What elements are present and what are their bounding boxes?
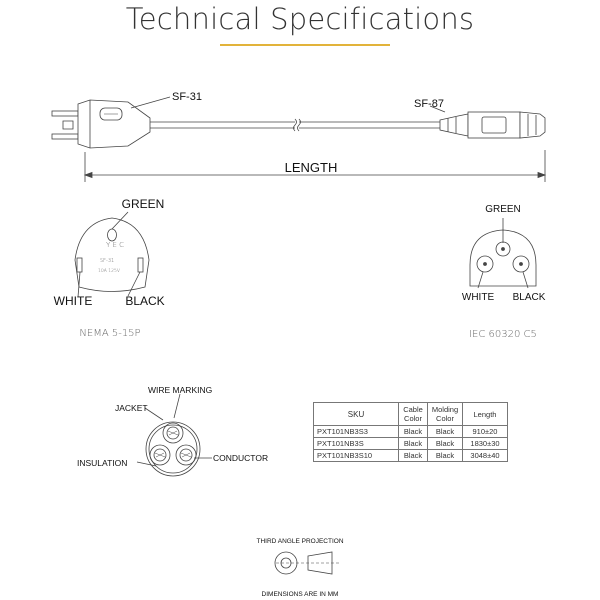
column-header-sku: SKU bbox=[313, 402, 399, 426]
title-underline bbox=[220, 44, 390, 46]
nema-5-15p-face: Y E C SF-31 10A 125V bbox=[74, 211, 150, 298]
column-header-molding-color: Molding Color bbox=[427, 402, 463, 426]
column-header-length: Length bbox=[462, 402, 508, 426]
socket-green-label: GREEN bbox=[485, 204, 521, 215]
table-header-row: SKU Cable Color Molding Color Length bbox=[313, 402, 508, 426]
table-cell: 3048±40 bbox=[462, 449, 508, 462]
jacket-label: JACKET bbox=[115, 403, 148, 413]
iec-connector-side-view bbox=[439, 111, 546, 139]
column-header-cable-color: Cable Color bbox=[398, 402, 428, 426]
table-cell: PXT101NB3S bbox=[313, 437, 399, 450]
plug-standard-caption: NEMA 5-15P bbox=[79, 328, 140, 339]
nema-plug-side-view bbox=[51, 99, 151, 149]
plug-green-label: GREEN bbox=[122, 197, 165, 211]
table-cell: 1830±30 bbox=[462, 437, 508, 450]
table-cell: PXT101NB3S10 bbox=[313, 449, 399, 462]
units-label: DIMENSIONS ARE IN MM bbox=[262, 591, 339, 598]
table-row: PXT101NB3S Black Black 1830±30 bbox=[313, 437, 508, 450]
plug-black-label: BLACK bbox=[125, 294, 164, 308]
connector-model-label: SF-87 bbox=[414, 98, 444, 110]
svg-text:SF-31: SF-31 bbox=[100, 258, 114, 264]
socket-white-label: WHITE bbox=[462, 292, 495, 303]
table-cell: Black bbox=[427, 425, 463, 438]
table-row: PXT101NB3S3 Black Black 910±20 bbox=[313, 425, 508, 438]
table-cell: Black bbox=[427, 437, 463, 450]
table-row: PXT101NB3S10 Black Black 3048±40 bbox=[313, 449, 508, 462]
table-cell: 910±20 bbox=[462, 425, 508, 438]
page-title: Technical Specifications bbox=[125, 2, 475, 36]
table-cell: PXT101NB3S3 bbox=[313, 425, 399, 438]
iec-c5-face bbox=[469, 218, 537, 289]
table-cell: Black bbox=[398, 449, 428, 462]
conductor-label: CONDUCTOR bbox=[213, 453, 268, 463]
table-cell: Black bbox=[398, 437, 428, 450]
table-cell: Black bbox=[398, 425, 428, 438]
cable-cross-section bbox=[136, 393, 212, 477]
svg-text:Y E C: Y E C bbox=[106, 241, 124, 249]
socket-standard-caption: IEC 60320 C5 bbox=[469, 329, 537, 340]
socket-black-label: BLACK bbox=[513, 292, 546, 303]
sku-table: SKU Cable Color Molding Color Length PXT… bbox=[313, 402, 508, 462]
svg-text:10A 125V: 10A 125V bbox=[98, 268, 120, 274]
plug-model-label: SF-31 bbox=[172, 91, 202, 103]
table-cell: Black bbox=[427, 449, 463, 462]
projection-label: THIRD ANGLE PROJECTION bbox=[256, 538, 343, 545]
length-label: LENGTH bbox=[285, 160, 338, 175]
wire-marking-label: WIRE MARKING bbox=[148, 385, 212, 395]
plug-white-label: WHITE bbox=[54, 294, 93, 308]
insulation-label: INSULATION bbox=[77, 458, 127, 468]
third-angle-projection-symbol bbox=[274, 551, 340, 575]
